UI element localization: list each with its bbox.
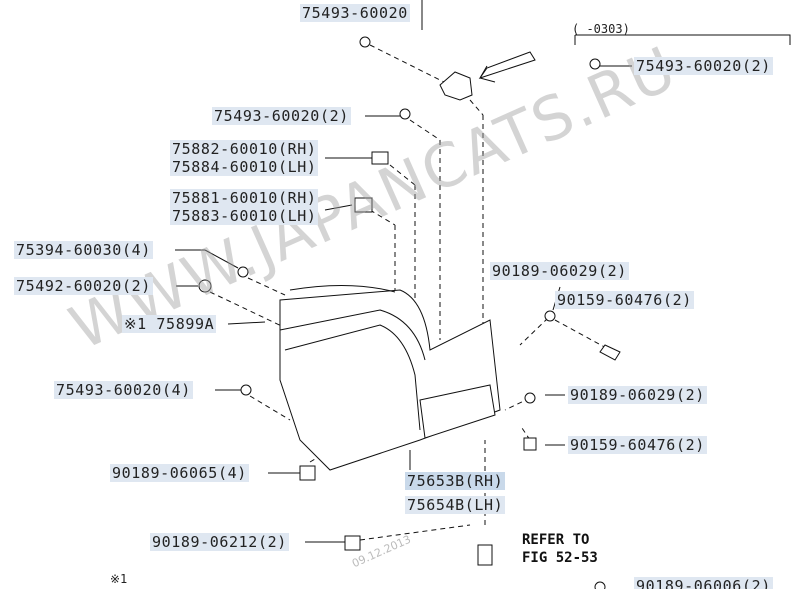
part-label-right-b[interactable]: 90159-60476(2) [555, 291, 694, 309]
footnote-mark: ※1 [110, 572, 128, 586]
part-label-6[interactable]: 90189-06065(4) [110, 464, 249, 482]
part-label-2[interactable]: 75493-60020(2) [212, 107, 351, 125]
range-note: ( -0303) [572, 22, 630, 36]
part-label-bottom-right[interactable]: 90189-06006(2) [634, 577, 773, 589]
part-label-right-c[interactable]: 90189-06029(2) [568, 386, 707, 404]
part-label-rh-1[interactable]: 75882-60010(RH) [170, 140, 319, 158]
part-label-note[interactable]: ※1 75899A [122, 315, 217, 333]
part-label-5[interactable]: 75493-60020(4) [54, 381, 193, 399]
part-label-7[interactable]: 90189-06212(2) [150, 533, 289, 551]
main-part-lh[interactable]: 75654B(LH) [405, 496, 506, 514]
part-label-rh-2[interactable]: 75881-60010(RH) [170, 189, 319, 207]
part-label-3[interactable]: 75394-60030(4) [14, 241, 153, 259]
part-label-right[interactable]: 75493-60020(2) [634, 57, 773, 75]
part-label-right-a[interactable]: 90189-06029(2) [490, 262, 629, 280]
refer-text-1: REFER TO [522, 532, 590, 548]
part-label-lh-1[interactable]: 75884-60010(LH) [170, 158, 319, 176]
refer-text-2[interactable]: FIG 52-53 [522, 550, 598, 566]
part-label-right-d[interactable]: 90159-60476(2) [568, 436, 707, 454]
part-label-lh-2[interactable]: 75883-60010(LH) [170, 207, 319, 225]
main-part-rh[interactable]: 75653B(RH) [405, 472, 506, 490]
part-label-4[interactable]: 75492-60020(2) [14, 277, 153, 295]
part-label-top[interactable]: 75493-60020 [300, 4, 410, 22]
